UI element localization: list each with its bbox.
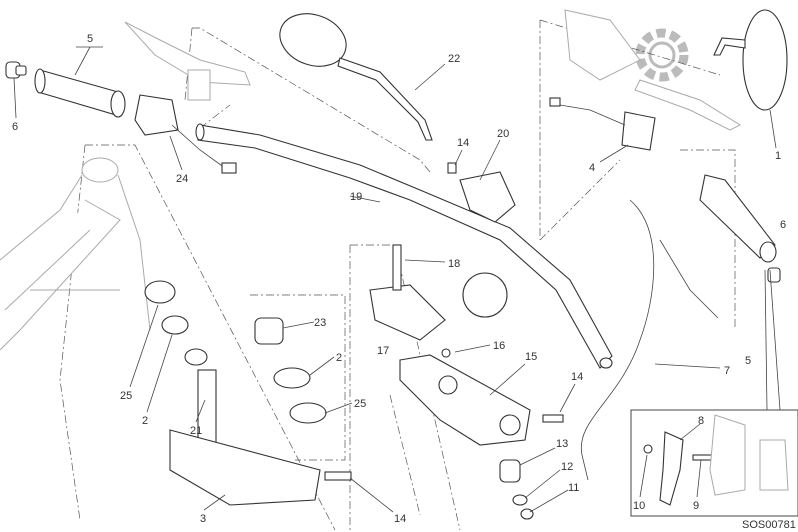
callout-16: 16	[493, 340, 505, 352]
watermark	[635, 28, 689, 82]
grip-left[interactable]	[34, 68, 126, 118]
steering-stem[interactable]	[169, 369, 352, 506]
callout-12: 12	[561, 461, 573, 473]
callout-25: 25	[120, 390, 132, 402]
throttle-grip[interactable]	[699, 174, 781, 283]
upper-clamp-assembly[interactable]	[369, 244, 508, 341]
callout-8: 8	[698, 415, 704, 427]
callout-14: 14	[394, 513, 406, 525]
callout-25: 25	[354, 398, 366, 410]
bar-end-weight-left[interactable]	[5, 61, 27, 79]
callout-3: 3	[200, 513, 206, 525]
bushing-parts[interactable]	[499, 459, 534, 520]
bearings-and-seals[interactable]	[144, 280, 327, 424]
handlebar-clamp[interactable]	[447, 162, 516, 223]
mirror-left[interactable]	[272, 5, 433, 141]
callout-20: 20	[497, 128, 509, 140]
callout-21: 21	[190, 425, 202, 437]
top-yoke[interactable]	[399, 348, 564, 446]
callout-2: 2	[142, 415, 148, 427]
leader-lines	[13, 46, 777, 513]
switch-right[interactable]	[549, 97, 656, 151]
callout-5: 5	[87, 33, 93, 45]
callout-11: 11	[568, 482, 579, 494]
callout-22: 22	[448, 53, 460, 65]
callout-5: 5	[745, 355, 751, 367]
callout-15: 15	[525, 351, 537, 363]
callout-17: 17	[377, 345, 389, 357]
clutch-lever[interactable]	[124, 21, 251, 101]
callout-2: 2	[336, 352, 342, 364]
callout-18: 18	[448, 258, 460, 270]
callout-10: 10	[633, 500, 645, 512]
callout-23: 23	[314, 317, 326, 329]
frame	[0, 157, 151, 351]
callout-24: 24	[176, 173, 188, 185]
callout-7: 7	[724, 365, 730, 377]
throttle-cable[interactable]	[580, 199, 719, 481]
brake-master-cylinder[interactable]	[564, 9, 742, 131]
callout-19: 19	[350, 191, 362, 203]
callout-14: 14	[571, 371, 583, 383]
mirror-right[interactable]	[713, 9, 788, 111]
inset-detail	[630, 269, 798, 517]
callout-4: 4	[589, 162, 595, 174]
callout-9: 9	[693, 500, 699, 512]
callout-1: 1	[775, 150, 781, 162]
handlebar[interactable]	[195, 123, 613, 369]
gear-logo-icon	[635, 28, 689, 82]
callout-6: 6	[12, 121, 18, 133]
switch-left[interactable]	[134, 94, 237, 174]
callout-labels: 5 6 24 22 14 20 19 18 17 16 15 14 13 12 …	[12, 33, 796, 531]
callout-6: 6	[780, 219, 786, 231]
callout-14: 14	[457, 137, 469, 149]
drawing-code: SOS00781	[742, 519, 796, 531]
callout-13: 13	[556, 438, 568, 450]
